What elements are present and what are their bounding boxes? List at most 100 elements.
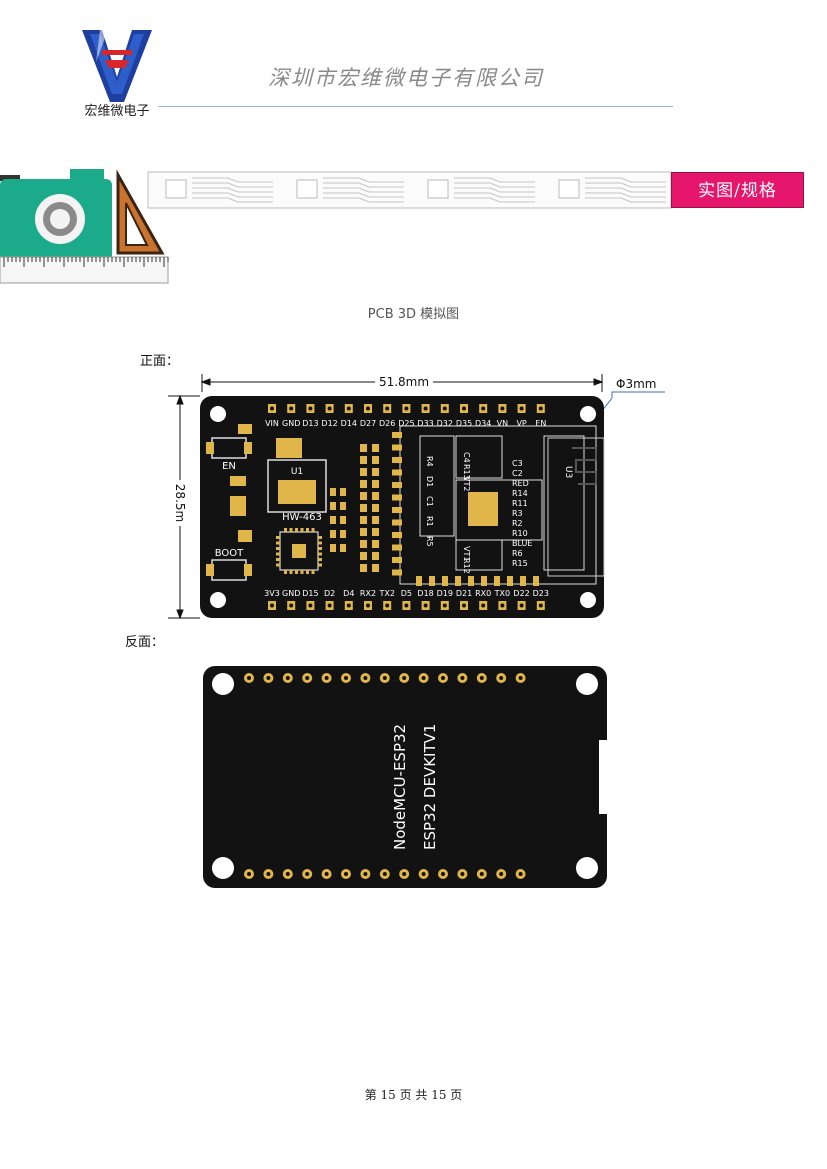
- height-dimension: [168, 394, 200, 620]
- header-pad-hole: [519, 406, 524, 411]
- pin-label-top: D12: [321, 419, 337, 428]
- strip-chip: [296, 179, 318, 199]
- passive-pad: [340, 488, 346, 496]
- chip-pin: [276, 552, 280, 556]
- chip-pin: [295, 570, 298, 574]
- passive-pad: [340, 530, 346, 538]
- strip-trace: [192, 192, 273, 198]
- back-header-hole: [266, 872, 271, 876]
- passive-pad: [372, 492, 379, 500]
- module-label: R12: [462, 558, 471, 574]
- passive-pad: [360, 444, 367, 452]
- back-header-hole: [460, 676, 465, 680]
- module-castellation: [392, 457, 402, 463]
- module-label: R3: [512, 509, 523, 518]
- module-label: C1: [425, 496, 434, 507]
- back-header-hole: [305, 676, 310, 680]
- strip-trace: [585, 192, 666, 198]
- pcb-back-view: NodeMCU-ESP32 ESP32 DEVKITV1: [203, 666, 609, 888]
- header-pad-hole: [538, 603, 543, 608]
- hole-dimension-leader: [594, 391, 665, 421]
- strip-chip: [165, 179, 187, 199]
- chip-pin: [311, 570, 315, 574]
- back-header-hole: [421, 872, 426, 876]
- usb-chip-pad: [292, 544, 306, 558]
- pin-label-top: D25: [398, 419, 414, 428]
- module-castellation: [392, 469, 402, 476]
- module-castellation: [442, 576, 448, 586]
- module-label: RED: [512, 479, 529, 488]
- pin-label-top: D33: [417, 419, 433, 428]
- back-header-hole: [402, 676, 407, 680]
- header-pad-hole: [327, 406, 332, 411]
- strip-trace: [323, 192, 404, 198]
- pin-label-top: EN: [535, 419, 546, 428]
- module-label: R6: [512, 549, 523, 558]
- back-header-hole: [479, 872, 484, 876]
- module-label: VT2: [462, 476, 471, 491]
- strip-trace: [323, 187, 404, 193]
- chip-label: HW-463: [282, 512, 322, 523]
- chip-pin: [289, 528, 293, 532]
- mount-hole: [576, 673, 598, 695]
- passive-pad: [360, 504, 367, 512]
- back-header-hole: [382, 676, 387, 680]
- header-pad-hole: [404, 406, 409, 411]
- header-pad-hole: [538, 406, 543, 411]
- chip-pin: [318, 552, 322, 556]
- module-castellation: [392, 569, 402, 576]
- passive-pad: [360, 516, 367, 524]
- pin-label-bottom: RX0: [475, 589, 491, 598]
- back-header-hole: [285, 872, 290, 876]
- back-header-hole: [324, 676, 329, 680]
- back-header-hole: [382, 872, 387, 876]
- module-castellation: [392, 444, 402, 451]
- module-label: D1: [425, 476, 434, 487]
- module-castellation: [392, 557, 402, 563]
- u1-label: U1: [291, 467, 303, 477]
- back-header-hole: [247, 872, 251, 876]
- pin-label-bottom: D21: [456, 589, 472, 598]
- module-label: VT1: [462, 546, 471, 561]
- back-header-hole: [518, 676, 523, 680]
- back-header-hole: [421, 676, 426, 680]
- chip-pin: [284, 528, 287, 532]
- passive-pad: [372, 444, 379, 452]
- module-label: C4: [462, 452, 471, 463]
- header-pad-hole: [366, 603, 370, 608]
- section-banner: [0, 169, 672, 284]
- passive-pad: [372, 564, 379, 572]
- chip-pin: [276, 536, 280, 539]
- back-header-hole: [460, 872, 465, 876]
- pin-label-bottom: D15: [302, 589, 318, 598]
- strip-trace: [585, 187, 666, 193]
- chip-pin: [318, 541, 322, 545]
- chip-pin: [276, 558, 280, 561]
- header-pad-hole: [423, 406, 428, 411]
- chip-pin: [318, 563, 322, 567]
- module-label: R1: [425, 516, 434, 527]
- header-pad-hole: [462, 406, 466, 411]
- back-header-hole: [441, 676, 445, 680]
- module-label: R14: [512, 489, 528, 498]
- header-pad-hole: [519, 603, 524, 608]
- pin-label-top: D35: [456, 419, 472, 428]
- figure-caption: PCB 3D 模拟图: [367, 307, 460, 322]
- strip-trace: [585, 182, 666, 188]
- mount-hole: [210, 406, 226, 422]
- chip-pin: [289, 570, 293, 574]
- module-castellation: [455, 576, 461, 586]
- passive-pad: [372, 504, 379, 512]
- strip-trace: [454, 182, 535, 188]
- module-label: R5: [425, 536, 434, 547]
- strip-chip: [427, 179, 449, 199]
- module-label: R2: [512, 519, 523, 528]
- smd-pad: [230, 496, 246, 516]
- boot-button-label: BOOT: [215, 548, 244, 559]
- pin-label-top: D14: [341, 419, 357, 428]
- strip-trace: [454, 192, 535, 198]
- module-block-right: [543, 435, 585, 571]
- back-header-hole: [285, 676, 290, 680]
- chip-pin: [276, 563, 280, 567]
- back-header-hole: [305, 872, 310, 876]
